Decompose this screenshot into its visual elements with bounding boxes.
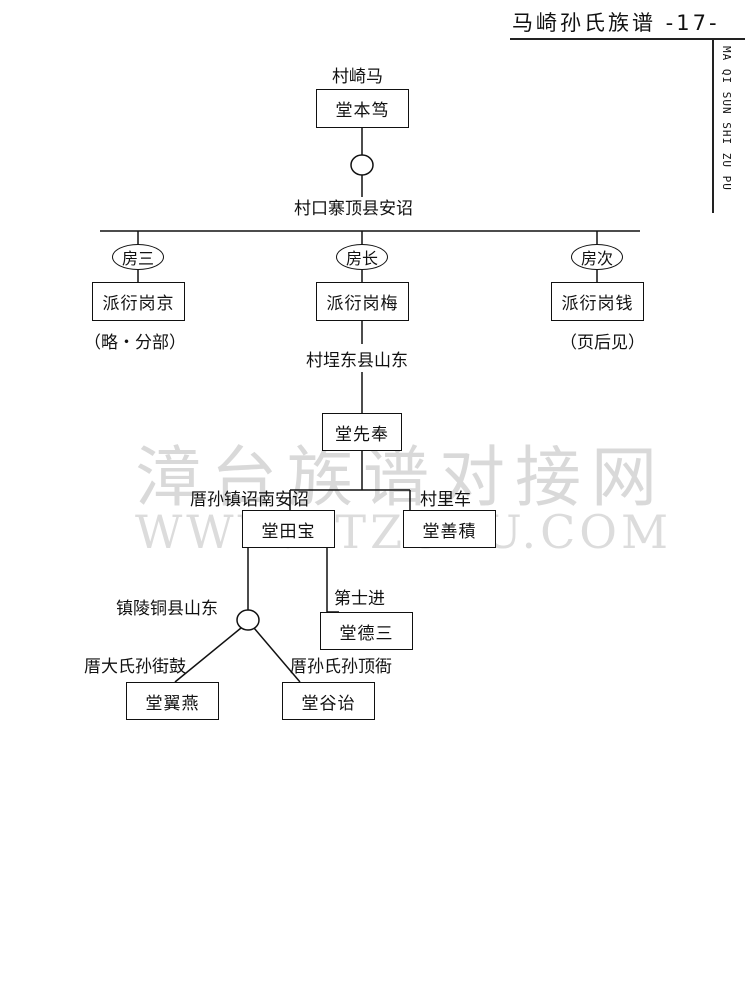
header-rule xyxy=(510,38,745,40)
side-rule xyxy=(712,38,714,213)
shanji-location-label: 村里车 xyxy=(420,490,471,510)
branch-note-qian: （页后见） xyxy=(560,333,645,353)
branch-note-jing: （略・分部） xyxy=(84,333,186,353)
watermark-chinese: 漳台族谱对接网 xyxy=(135,439,667,516)
page-header-title: 马崎孙氏族谱 -17- xyxy=(512,11,720,35)
desan-location-label: 第士进 xyxy=(334,589,385,609)
shanji-hall-box: 堂善積 xyxy=(403,510,496,548)
branch-rank-second: 房次 xyxy=(571,244,623,270)
watermark-english: WWW.ZTZUPU.COM xyxy=(135,505,672,559)
branch-rank-eldest: 房长 xyxy=(336,244,388,270)
root-location-label: 村崎马 xyxy=(332,67,383,87)
yiyan-hall-box: 堂翼燕 xyxy=(126,682,219,720)
xianfeng-hall-box: 堂先奉 xyxy=(322,413,402,451)
side-romanized-title: MA QI SUN SHI ZU PU xyxy=(720,46,733,191)
baotian-hall-box: 堂田宝 xyxy=(242,510,335,548)
branch-rank-third: 房三 xyxy=(112,244,164,270)
guyi-hall-box: 堂谷诒 xyxy=(282,682,375,720)
tongling-location-label: 镇陵铜县山东 xyxy=(116,599,218,619)
branch-box-mei: 派衍岗梅 xyxy=(316,282,409,321)
yiyan-location-label: 厝大氏孙街鼓 xyxy=(84,657,186,677)
baotian-location-label: 厝孙镇诏南安诏 xyxy=(190,490,309,510)
branch-box-qian: 派衍岗钱 xyxy=(551,282,644,321)
desan-hall-box: 堂德三 xyxy=(320,612,413,650)
branch-box-jing: 派衍岗京 xyxy=(92,282,185,321)
guyi-location-label: 厝孙氏孙顶衙 xyxy=(290,657,392,677)
branch-location-label: 村口寨顶县安诏 xyxy=(294,199,413,219)
root-hall-box: 堂本笃 xyxy=(316,89,409,128)
mei-location-label: 村埕东县山东 xyxy=(306,351,408,371)
